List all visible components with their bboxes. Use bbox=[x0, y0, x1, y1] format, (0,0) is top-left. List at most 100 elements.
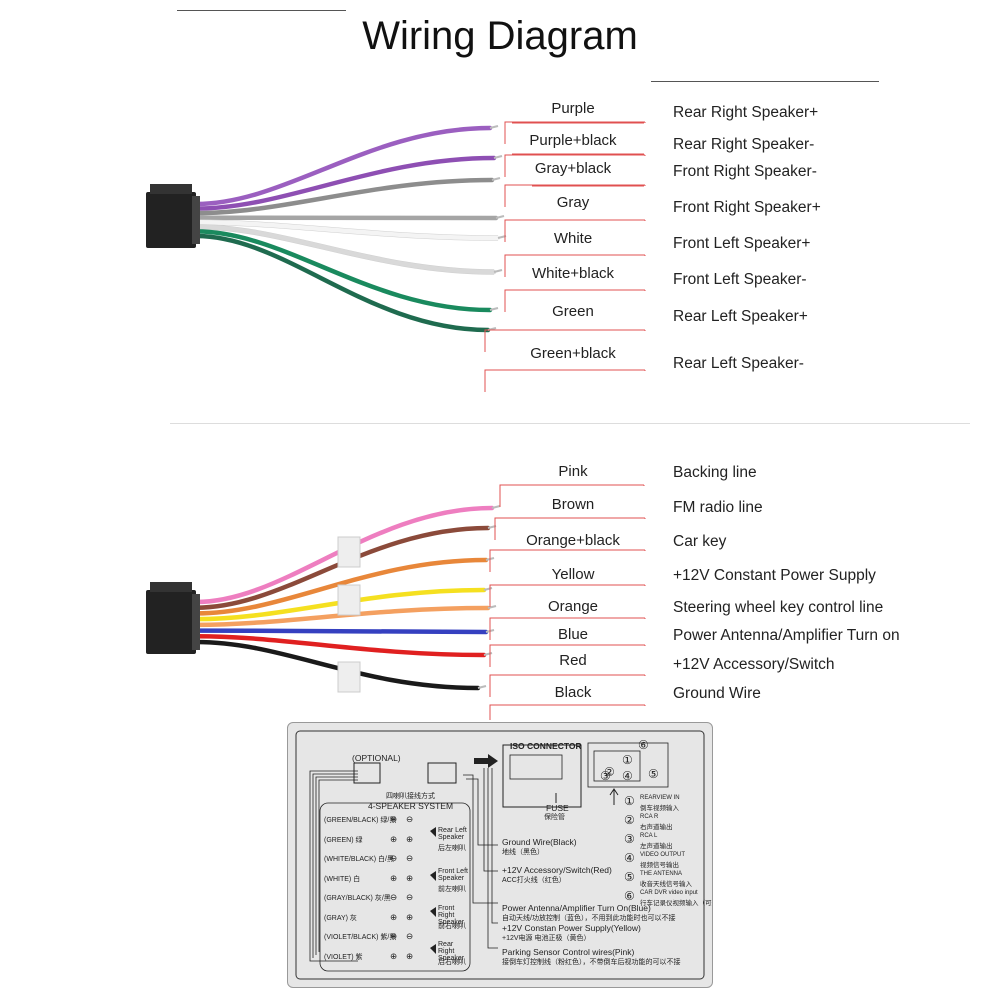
wire-tag bbox=[337, 536, 361, 568]
wire-function-label: Rear Right Speaker+ bbox=[673, 104, 819, 121]
speaker-name: Front Left Speaker bbox=[438, 868, 468, 882]
port-name: REARVIEW IN bbox=[640, 795, 680, 801]
header-rule-left bbox=[177, 10, 346, 11]
wire-function-label: Car key bbox=[673, 533, 727, 550]
wire-color-label: Green+black bbox=[530, 345, 616, 362]
wire-pink bbox=[193, 505, 495, 605]
polarity-sign: ⊕ bbox=[390, 950, 398, 961]
speaker-wire-row: (WHITE) 白 bbox=[324, 875, 361, 883]
polarity-sign: ⊕ bbox=[390, 833, 398, 844]
wire-note: Parking Sensor Control wires(Pink) bbox=[502, 947, 635, 957]
wire-color-label: White bbox=[553, 230, 593, 247]
bottom-harness bbox=[146, 484, 646, 720]
wire-note: Power Antenna/Amplifier Turn On(Blue) bbox=[502, 903, 651, 913]
fuse-label: FUSE bbox=[546, 803, 569, 813]
wire-color-label: Brown bbox=[551, 496, 595, 513]
port-name-cn: 收音天线信号输入 bbox=[640, 881, 692, 888]
wire-green-black bbox=[193, 233, 491, 333]
wire-function-label: Front Left Speaker+ bbox=[673, 235, 811, 252]
speaker-name-cn: 后左喇叭 bbox=[438, 845, 466, 852]
wire-function-label: Front Left Speaker- bbox=[673, 271, 807, 288]
wire-note: +12V Constan Power Supply(Yellow) bbox=[502, 923, 641, 933]
polarity-sign: ⊖ bbox=[406, 853, 414, 863]
system-label: 4-SPEAKER SYSTEM bbox=[368, 801, 454, 811]
wire-blue bbox=[193, 628, 489, 635]
port-panel-number: ⑤ bbox=[648, 767, 659, 781]
speaker-name-cn: 后右喇叭 bbox=[438, 959, 466, 966]
speaker-wire-row: (GRAY/BLACK) 灰/黑 bbox=[324, 895, 391, 902]
wire-color-label: White+black bbox=[531, 265, 615, 282]
wire-color-label: Pink bbox=[558, 463, 588, 480]
wire-color-label: Black bbox=[554, 684, 592, 701]
polarity-sign: ⊕ bbox=[406, 872, 414, 883]
polarity-sign: ⊖ bbox=[390, 814, 398, 824]
wire-function-label: +12V Accessory/Switch bbox=[673, 656, 835, 673]
wire-color-label: Green bbox=[552, 303, 594, 320]
port-number: ⑤ bbox=[624, 870, 635, 884]
wire-white bbox=[193, 220, 501, 241]
speaker-wire-row: (GREEN) 绿 bbox=[324, 836, 363, 844]
speaker-wire-row: (GREEN/BLACK) 绿/黑 bbox=[324, 817, 397, 824]
polarity-sign: ⊖ bbox=[390, 853, 398, 863]
iso-connector-label: ISO CONNECTOR bbox=[510, 741, 582, 751]
wire-function-label: Front Right Speaker- bbox=[673, 163, 817, 180]
port-panel-number: ③ bbox=[600, 769, 611, 783]
header-rule-right bbox=[651, 81, 879, 82]
wire-function-label: Rear Left Speaker- bbox=[673, 355, 804, 372]
polarity-sign: ⊕ bbox=[390, 911, 398, 922]
wire-note-cn: 接倒车灯控制线（粉红色），不带倒车后视功能的可以不接 bbox=[502, 959, 681, 966]
polarity-sign: ⊖ bbox=[406, 931, 414, 941]
polarity-sign: ⊖ bbox=[406, 892, 414, 902]
speaker-wire-row: (VIOLET/BLACK) 紫/黑 bbox=[324, 934, 397, 941]
port-panel-number: ④ bbox=[622, 769, 633, 783]
port-name: THE ANTENNA bbox=[640, 871, 683, 877]
wire-brown bbox=[193, 525, 491, 610]
wire-color-label: Gray bbox=[556, 194, 590, 211]
port-number: ① bbox=[624, 794, 635, 808]
wire-color-label: Orange+black bbox=[526, 532, 620, 549]
optional-label: (OPTIONAL) bbox=[352, 753, 401, 763]
wire-color-label: Purple bbox=[551, 100, 595, 117]
speaker-wire-row: (GRAY) 灰 bbox=[324, 914, 357, 922]
port-name-cn: 倒车视频输入 bbox=[640, 805, 679, 812]
wire-purple-black bbox=[193, 155, 497, 211]
top-harness bbox=[146, 121, 646, 392]
wire-function-label: Rear Left Speaker+ bbox=[673, 308, 808, 325]
wire-tag bbox=[337, 661, 361, 693]
wire-black bbox=[193, 639, 481, 691]
wire-tag bbox=[337, 584, 361, 616]
speaker-name: Rear Right Speaker bbox=[438, 941, 465, 962]
polarity-sign: ⊕ bbox=[406, 833, 414, 844]
port-number: ③ bbox=[624, 832, 635, 846]
wire-function-label: FM radio line bbox=[673, 499, 763, 516]
polarity-sign: ⊕ bbox=[406, 950, 414, 961]
sticker-lines bbox=[295, 730, 705, 980]
wire-note-cn: 自动天线/功放控制（蓝色），不用到此功能时也可以不接 bbox=[502, 915, 676, 922]
wire-function-label: Power Antenna/Amplifier Turn on bbox=[673, 627, 900, 644]
wire-white-black bbox=[193, 224, 497, 275]
wire-note-cn: +12V电源 电池正极（黄色） bbox=[502, 935, 591, 942]
page-title: Wiring Diagram bbox=[362, 14, 638, 58]
wire-function-label: Steering wheel key control line bbox=[673, 599, 884, 616]
port-name: RCA R bbox=[640, 814, 659, 820]
wire-harness-drawing bbox=[146, 121, 646, 720]
wire-color-label: Red bbox=[559, 652, 587, 669]
iso-connector-plug bbox=[146, 590, 196, 654]
wire-color-label: Purple+black bbox=[529, 132, 617, 149]
speaker-wire-row: (VIOLET) 紫 bbox=[324, 953, 363, 961]
wire-color-label: Yellow bbox=[551, 566, 595, 583]
port-panel-number: ② bbox=[604, 765, 615, 779]
wire-green bbox=[193, 229, 493, 313]
wiring-label-sticker: (OPTIONAL) 四喇叭接线方式 4-SPEAKER SYSTEM ISO … bbox=[287, 722, 713, 988]
wire-function-label: Backing line bbox=[673, 464, 757, 481]
polarity-sign: ⊕ bbox=[390, 872, 398, 883]
port-name: CAR DVR video input bbox=[640, 890, 698, 896]
polarity-sign: ⊖ bbox=[390, 931, 398, 941]
wire-color-label: Orange bbox=[547, 598, 599, 615]
iso-connector-plug bbox=[146, 192, 196, 248]
speaker-name: Front Right Speaker bbox=[438, 905, 465, 926]
wire-note: +12V Accessory/Switch(Red) bbox=[502, 865, 612, 875]
port-name: VIDEO OUTPUT bbox=[640, 852, 686, 858]
wire-function-label: +12V Constant Power Supply bbox=[673, 567, 876, 584]
speaker-name: Rear Left Speaker bbox=[438, 827, 467, 841]
